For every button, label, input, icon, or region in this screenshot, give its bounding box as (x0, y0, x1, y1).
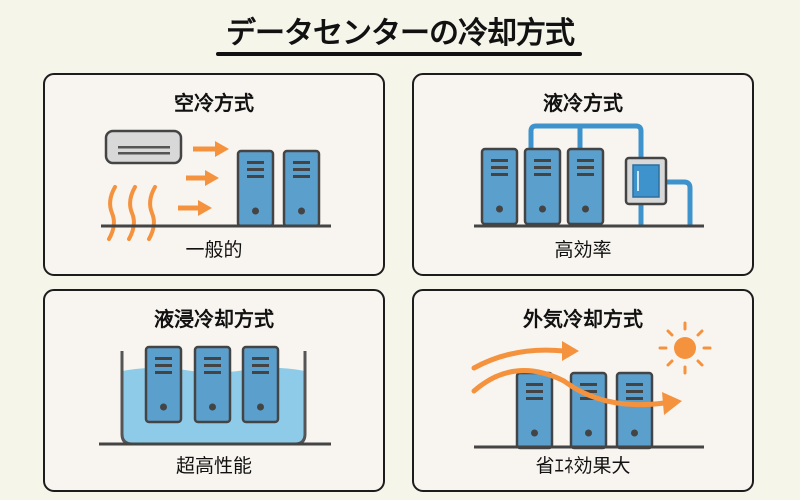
server-rack-icon (241, 345, 280, 424)
title-underline (216, 52, 582, 56)
server-rack-icon (515, 371, 554, 450)
sun-icon (658, 321, 712, 375)
page-title: データセンターの冷却方式 (226, 16, 575, 51)
outside-air-cooling-illustration (471, 321, 712, 450)
card-label: 一般的 (185, 239, 243, 261)
card-outside-air-cooling: 外気冷却方式 省ｴﾈ効果大 (412, 289, 754, 492)
outside-air-arrow-icon (471, 347, 667, 408)
card-label: 超高性能 (175, 455, 252, 477)
card-title: 液浸冷却方式 (154, 307, 274, 331)
server-rack-icon (566, 147, 605, 226)
air-cooling-illustration (101, 129, 331, 241)
server-rack-icon (144, 345, 183, 424)
server-rack-icon (569, 371, 608, 450)
card-label: 省ｴﾈ効果大 (535, 455, 631, 477)
card-title: 液冷方式 (543, 91, 623, 115)
air-conditioner-icon (104, 129, 183, 165)
card-title: 外気冷却方式 (523, 307, 643, 331)
server-rack-icon (193, 345, 232, 424)
arrow-head (662, 392, 682, 415)
airflow-arrow-icon (178, 141, 229, 216)
server-rack-icon (236, 149, 275, 228)
card-label: 高効率 (554, 239, 612, 261)
coolant-pipe-icon (528, 123, 693, 225)
immersion-cooling-illustration (99, 345, 331, 446)
liquid-cooling-illustration (474, 123, 704, 228)
heat-exchanger-icon (624, 156, 668, 206)
server-rack-icon (615, 371, 654, 450)
card-air-cooling: 空冷方式 一般的 (43, 73, 385, 276)
card-title: 空冷方式 (174, 91, 254, 115)
server-rack-icon (480, 147, 519, 226)
arrow-head (562, 341, 579, 361)
server-rack-icon (282, 149, 321, 228)
card-immersion-cooling: 液浸冷却方式 超高性能 (43, 289, 385, 492)
card-liquid-cooling: 液冷方式 高効率 (412, 73, 754, 276)
server-rack-icon (523, 147, 562, 226)
heat-wave-icon (107, 185, 157, 241)
